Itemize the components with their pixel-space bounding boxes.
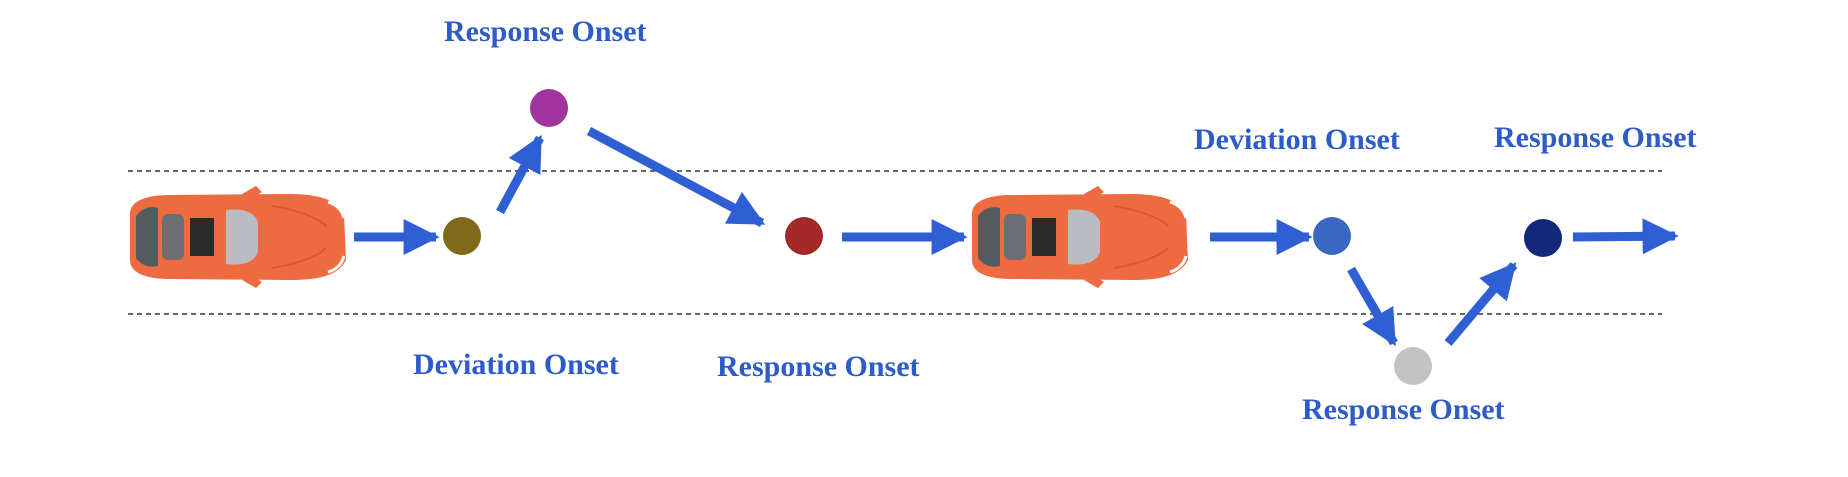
arrow-response-top-to-mid	[586, 127, 766, 227]
label-response-onset-top-left: Response Onset	[444, 15, 647, 48]
arrow-exit-right	[1572, 218, 1679, 255]
arrow-deviation-to-bottom	[1347, 266, 1398, 347]
label-response-onset-top-right: Response Onset	[1494, 121, 1697, 154]
point-response-onset-mid	[785, 217, 823, 255]
point-response-onset-bottom	[1394, 347, 1432, 385]
car-icon-left	[128, 184, 348, 290]
point-deviation-onset-right	[1313, 217, 1351, 255]
arrow-deviation-to-response-top	[496, 134, 544, 215]
label-response-onset-bottom-mid: Response Onset	[717, 350, 920, 383]
label-deviation-onset-bottom-left: Deviation Onset	[413, 348, 619, 381]
point-response-onset-right	[1524, 219, 1562, 257]
point-response-onset-top	[530, 89, 568, 127]
point-deviation-onset-left	[443, 217, 481, 255]
label-response-onset-bottom-right: Response Onset	[1302, 393, 1505, 426]
arrow-bottom-to-response-right	[1444, 262, 1518, 346]
label-deviation-onset-top-right: Deviation Onset	[1194, 123, 1400, 156]
car-icon-middle	[970, 184, 1190, 290]
